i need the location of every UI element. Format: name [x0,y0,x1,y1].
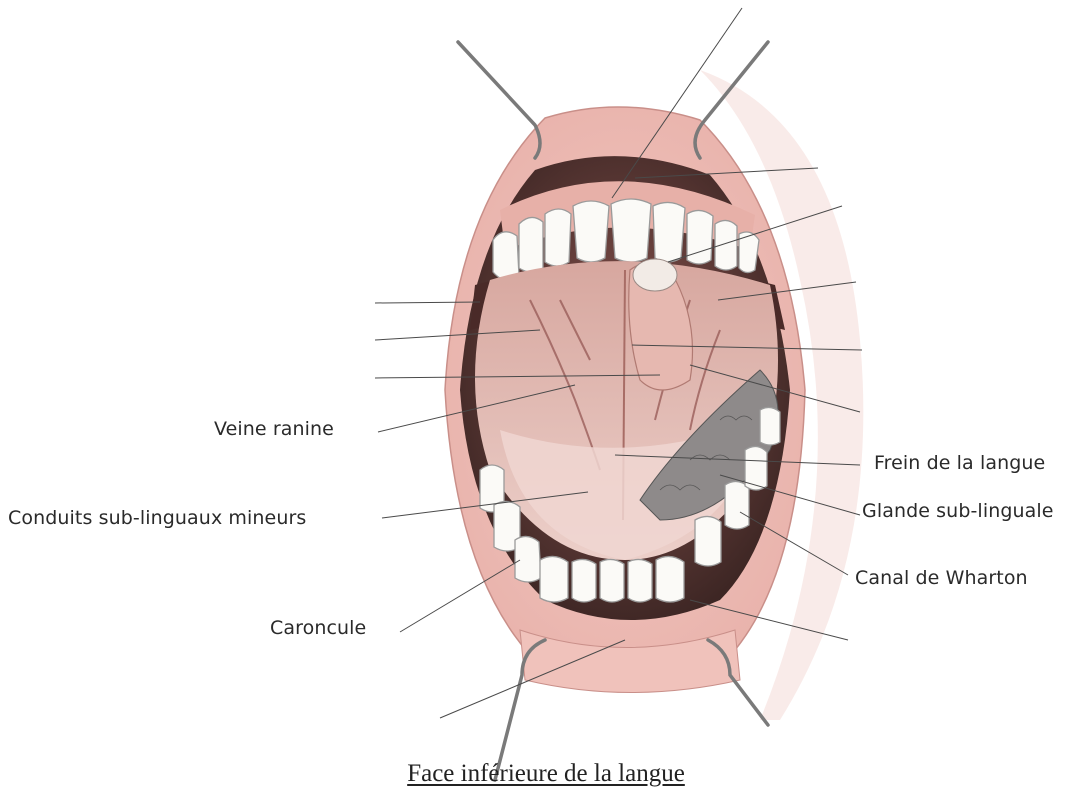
tip-texture [633,259,677,291]
label-canal-wharton: Canal de Wharton [855,567,1028,589]
label-frein-langue: Frein de la langue [874,452,1045,474]
label-glande-sub-linguale: Glande sub-linguale [862,500,1054,522]
figure-caption: Face inférieure de la langue [386,760,706,788]
label-veine-ranine: Veine ranine [214,418,334,440]
label-conduits-sub-linguaux: Conduits sub-linguaux mineurs [8,507,306,529]
label-caroncule: Caroncule [270,617,366,639]
